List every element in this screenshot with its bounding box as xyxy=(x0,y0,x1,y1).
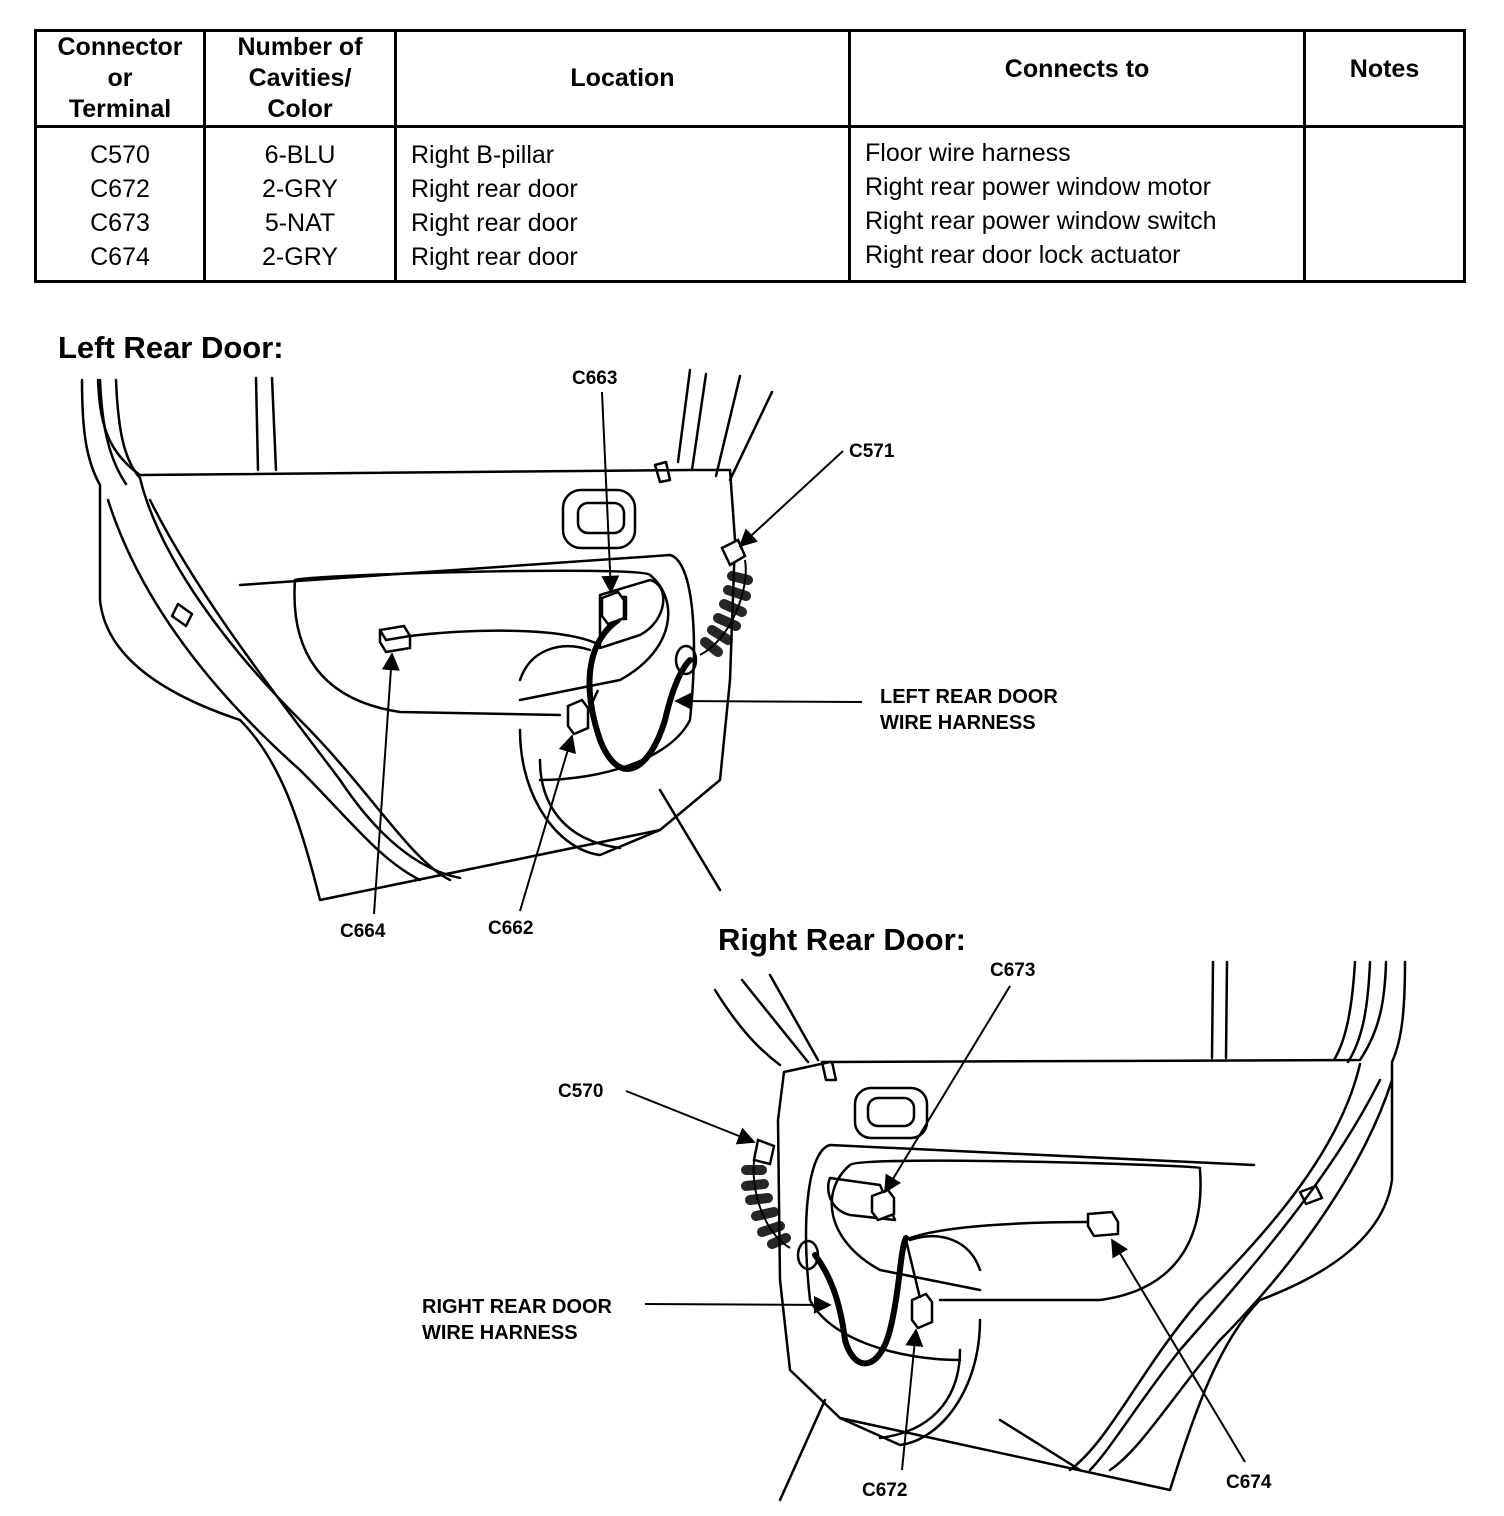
table-cell: Right rear door xyxy=(411,175,578,203)
table-cell: Right B-pillar xyxy=(411,141,555,169)
table-cell: Right rear door xyxy=(411,209,578,237)
table-cell: Right rear door xyxy=(411,243,578,271)
c662-connector xyxy=(566,698,590,736)
table-cell: 2-GRY xyxy=(262,243,338,271)
harness-label-line: RIGHT REAR DOOR xyxy=(422,1296,612,1318)
right-rear-door-harness xyxy=(812,1235,909,1367)
table-cell: C672 xyxy=(90,175,150,203)
table-cell: 2-GRY xyxy=(262,175,338,203)
harness-label-line: WIRE HARNESS xyxy=(880,712,1036,734)
table-cell: 5-NAT xyxy=(264,209,336,237)
label-c571: C571 xyxy=(849,441,895,462)
label-c664: C664 xyxy=(340,921,386,942)
table-cell: Floor wire harness xyxy=(865,139,1071,167)
header-connector: Connector or Terminal xyxy=(34,30,206,128)
location-column: Right B-pillar Right rear door Right rea… xyxy=(394,126,851,282)
connector-column: C570 C672 C673 C674 xyxy=(34,126,206,282)
left-rear-door-harness xyxy=(586,617,693,772)
harness-label-line: WIRE HARNESS xyxy=(422,1322,578,1344)
right-door-connectors xyxy=(870,1188,1120,1330)
right-harness-grommet xyxy=(741,1138,820,1271)
table-cell: Right rear door lock actuator xyxy=(865,241,1181,269)
harness-label-line: LEFT REAR DOOR xyxy=(880,686,1058,708)
left-harness-grommet xyxy=(674,538,753,676)
left-callout-arrows xyxy=(373,391,863,915)
table-cell: C673 xyxy=(90,209,150,237)
right-rear-door-title: Right Rear Door: xyxy=(718,922,966,957)
notes-column xyxy=(1303,126,1466,282)
header-cavities: Number of Cavities/ Color xyxy=(203,30,397,128)
header-location: Location xyxy=(394,30,851,128)
cavities-column: 6-BLU 2-GRY 5-NAT 2-GRY xyxy=(203,126,397,282)
left-rear-door-drawing xyxy=(80,368,774,902)
header-connects-to: Connects to xyxy=(848,30,1306,128)
label-c673: C673 xyxy=(990,960,1036,981)
label-c672: C672 xyxy=(862,1480,908,1501)
label-c662: C662 xyxy=(488,918,534,939)
table-cell: 6-BLU xyxy=(264,141,336,169)
table-cell: Right rear power window motor xyxy=(865,173,1211,201)
c673-connector xyxy=(870,1188,896,1222)
left-rear-door-title: Left Rear Door: xyxy=(58,330,284,365)
header-notes: Notes xyxy=(1303,30,1466,128)
table-header-row: Connector or Terminal Number of Cavities… xyxy=(34,30,1466,128)
connector-table: Connector or Terminal Number of Cavities… xyxy=(34,29,1466,283)
c663-connector xyxy=(600,590,626,626)
left-door-connectors xyxy=(378,590,626,736)
table-cell: Right rear power window switch xyxy=(865,207,1217,235)
right-callout-arrows xyxy=(625,985,1246,1471)
c674-connector xyxy=(1086,1210,1120,1238)
label-c570: C570 xyxy=(558,1081,604,1102)
right-rear-door-drawing xyxy=(713,960,1407,1502)
table-cell: C570 xyxy=(90,141,150,169)
table-body-row: C570 C672 C673 C674 6-BLU 2-GRY 5-NAT 2-… xyxy=(34,126,1466,282)
table-cell: C674 xyxy=(90,243,150,271)
c672-connector xyxy=(910,1292,934,1330)
label-c663: C663 xyxy=(572,368,618,389)
connects-to-column: Floor wire harness Right rear power wind… xyxy=(848,126,1306,282)
label-c674: C674 xyxy=(1226,1472,1272,1493)
label-left-rear-door-wire-harness: LEFT REAR DOOR WIRE HARNESS xyxy=(880,684,1058,736)
label-right-rear-door-wire-harness: RIGHT REAR DOOR WIRE HARNESS xyxy=(422,1294,612,1346)
